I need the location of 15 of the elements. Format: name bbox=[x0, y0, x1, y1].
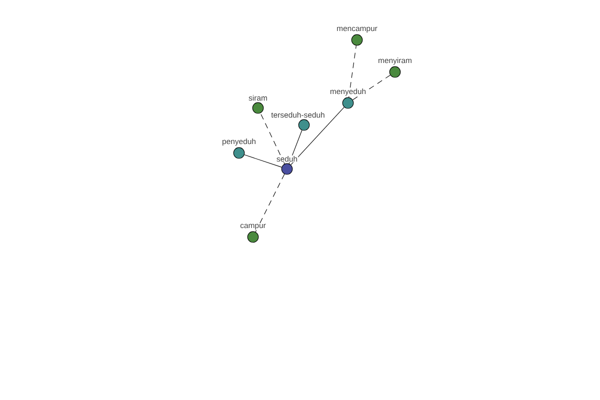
node-circle bbox=[252, 102, 264, 114]
node-circle bbox=[233, 147, 245, 159]
connector-line bbox=[352, 74, 391, 100]
node-circle bbox=[351, 34, 363, 46]
node-circle bbox=[342, 97, 354, 109]
connector-line bbox=[288, 130, 302, 164]
node-circle bbox=[389, 66, 401, 78]
connector-line bbox=[348, 45, 356, 98]
connector-line bbox=[255, 174, 285, 232]
connector-line bbox=[260, 112, 285, 164]
node-circle bbox=[281, 163, 293, 175]
node-circle bbox=[247, 231, 259, 243]
node-circle bbox=[298, 119, 310, 131]
connector-line bbox=[244, 154, 282, 168]
connector-line bbox=[290, 106, 344, 166]
